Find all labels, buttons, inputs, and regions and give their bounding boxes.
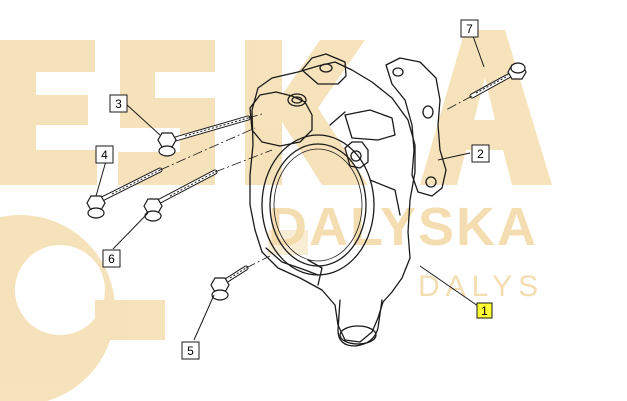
watermark-text: DALYSKA DALYS: [268, 197, 544, 303]
callout-label-3: 3: [115, 97, 122, 111]
callout-label-7: 7: [466, 22, 473, 36]
leader-lines: [95, 35, 485, 341]
callout-1: 1: [476, 302, 493, 319]
watermark-brand-small: DALYS: [418, 270, 544, 303]
callout-3: 3: [109, 94, 128, 113]
watermark-logo: [0, 30, 552, 401]
water-pump-housing: [249, 53, 416, 347]
bolt-3: [157, 115, 251, 157]
callout-4: 4: [95, 145, 114, 164]
callout-label-2: 2: [477, 147, 484, 161]
callout-2: 2: [471, 144, 490, 163]
callout-label-4: 4: [101, 148, 108, 162]
bolt-5: [210, 265, 249, 301]
bolt-4: [86, 167, 163, 219]
assembly-center-lines: [159, 95, 473, 269]
watermark-brand-mid: DALYSKA: [268, 197, 538, 257]
callout-label-5: 5: [187, 344, 194, 358]
gasket: [385, 57, 447, 197]
callout-7: 7: [460, 19, 479, 38]
callout-label-1: 1: [481, 304, 488, 318]
bolt-7: [469, 62, 527, 99]
callout-5: 5: [181, 341, 200, 360]
callout-label-6: 6: [108, 252, 115, 266]
callout-6: 6: [102, 249, 121, 268]
